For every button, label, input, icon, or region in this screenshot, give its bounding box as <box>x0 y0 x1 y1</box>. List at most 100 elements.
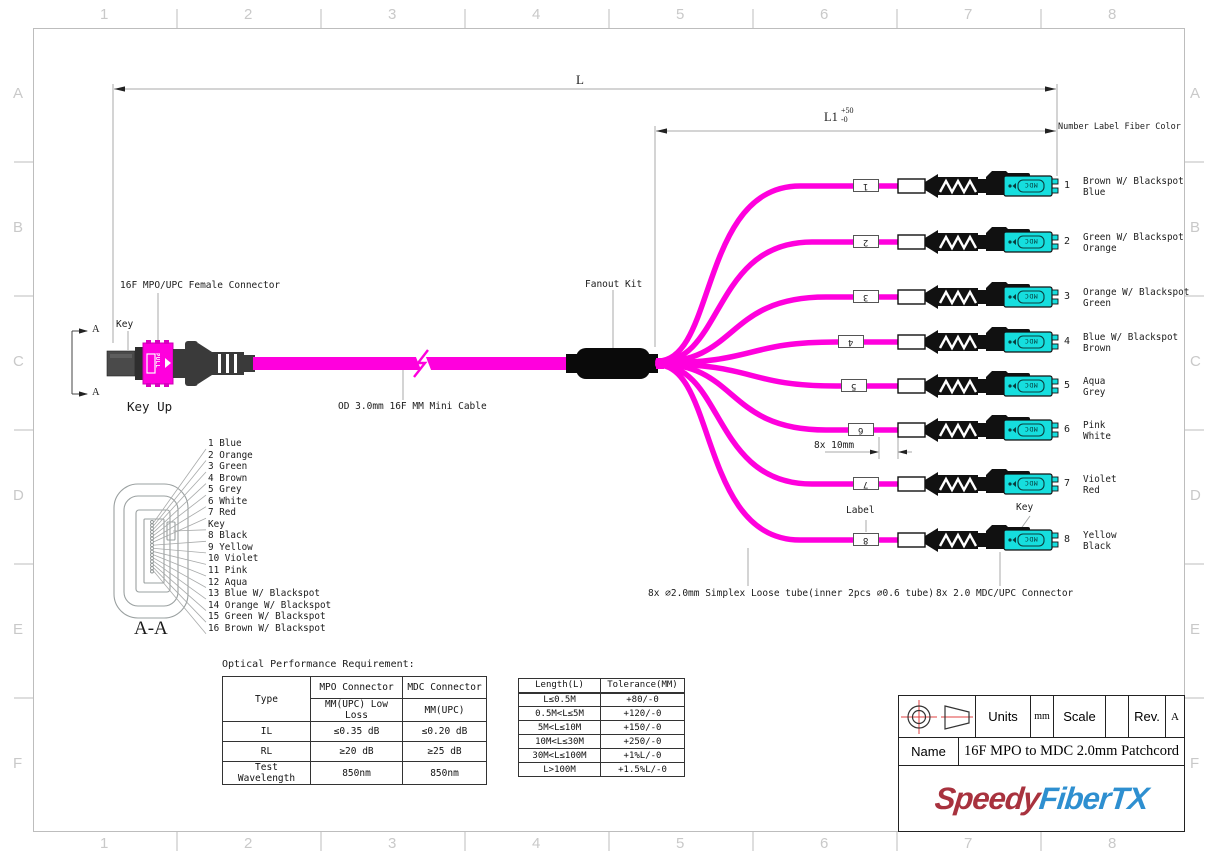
optical-mpo-subheader: MM(UPC) Low Loss <box>310 698 403 722</box>
fiber-map-item: 15 Green W/ Blackspot <box>208 611 326 623</box>
optical-cell: ≥20 dB <box>310 741 403 762</box>
dim-L-label: L <box>576 72 584 87</box>
dimension-lines <box>112 84 1058 459</box>
optical-row-name: Test Wavelength <box>222 761 311 785</box>
fanout-kit <box>566 348 664 379</box>
units-value: mm <box>1031 696 1054 737</box>
section-marker-a-bottom: A <box>92 387 100 398</box>
grid-row-label: E <box>13 621 24 638</box>
fiber-map-item: 6 White <box>208 495 248 507</box>
length-cell: 5M<L≤10M <box>518 720 601 735</box>
title-block-row2: Name 16F MPO to MDC 2.0mm Patchcord <box>899 738 1184 766</box>
branch-label-1: 1 <box>853 179 879 192</box>
grid-row-label: D <box>13 487 24 504</box>
dim-8x10mm-label: 8x 10mm <box>814 440 855 451</box>
grid-col-label: 3 <box>388 6 397 23</box>
row-number: 7 <box>1064 478 1071 489</box>
grid-row-label: C <box>13 353 24 370</box>
fiber-map-item: 10 Violet <box>208 553 259 565</box>
grid-col-label: 7 <box>964 835 973 852</box>
fiber-map-item: 3 Green <box>208 461 248 473</box>
fiber-map-item: 8 Black <box>208 530 248 542</box>
row-number: 4 <box>1064 336 1071 347</box>
grid-col-label: 1 <box>100 6 109 23</box>
optical-cell: ≥25 dB <box>402 741 487 762</box>
branch-label-7: 7 <box>853 477 879 490</box>
row-number: 3 <box>1064 291 1071 302</box>
grid-col-label: 4 <box>532 6 541 23</box>
name-label: Name <box>899 738 959 765</box>
projection-symbol-icon <box>901 699 973 734</box>
optical-cell: ≤0.20 dB <box>402 721 487 742</box>
grid-row-label: C <box>1190 353 1201 370</box>
mdc-body-text: MDC <box>1024 292 1038 300</box>
aa-fiber-dots <box>150 520 154 574</box>
dimension-arrows <box>114 86 1056 455</box>
row-number: 6 <box>1064 424 1071 435</box>
key-left-callout: Key <box>116 319 134 330</box>
grid-row-label: E <box>1190 621 1201 638</box>
branch-label-5: 5 <box>841 379 867 392</box>
loose-tube-note: 8x ∅2.0mm Simplex Loose tube(inner 2pcs … <box>648 588 934 599</box>
length-cell: L≤0.5M <box>518 692 601 707</box>
grid-row-label: F <box>1190 755 1200 772</box>
grid-col-label: 3 <box>388 835 397 852</box>
grid-col-label: 5 <box>676 835 685 852</box>
tolerance-header: Tolerance(MM) <box>600 678 685 694</box>
length-header: Length(L) <box>518 678 601 694</box>
grid-row-label: F <box>13 755 23 772</box>
grid-row-label: A <box>13 85 24 102</box>
mdc-body-text: MDC <box>1024 479 1038 487</box>
branch-label-8: 8 <box>853 533 879 546</box>
grid-row-label: B <box>1190 219 1201 236</box>
grid-col-label: 8 <box>1108 6 1117 23</box>
fiber-color-map: 1 Blue 2 Orange 3 Green 4 Brown 5 Grey 6… <box>208 438 331 634</box>
fiber-map-item: 4 Brown <box>208 472 248 484</box>
grid-col-label: 8 <box>1108 835 1117 852</box>
row-number: 2 <box>1064 236 1071 247</box>
drawing-name: 16F MPO to MDC 2.0mm Patchcord <box>963 743 1180 759</box>
cable-callout: OD 3.0mm 16F MM Mini Cable <box>338 401 487 412</box>
fiber-map-item: 1 Blue <box>208 438 242 449</box>
breakout-table-header: Number Label Fiber Color <box>1058 122 1181 132</box>
mdc-body-text: MDC <box>1024 535 1038 543</box>
leader-lines <box>127 290 1031 586</box>
scale-label: Scale <box>1054 696 1106 737</box>
label-callout: Label <box>846 505 875 516</box>
grid-row-label: B <box>13 219 24 236</box>
section-aa-label: A-A <box>134 618 168 639</box>
title-block-row1: Units mm Scale Rev. A <box>899 696 1184 738</box>
key-up-label: Key Up <box>127 399 173 414</box>
tolerance-cell: +250/-0 <box>600 734 685 749</box>
fiber-map-item: 5 Grey <box>208 484 242 496</box>
branch-label-3: 3 <box>853 290 879 303</box>
optical-type-header: Type <box>222 676 311 722</box>
rev-label: Rev. <box>1129 696 1166 737</box>
scale-value <box>1106 696 1129 737</box>
length-cell: L>100M <box>518 762 601 777</box>
branch-label-6: 6 <box>848 423 874 436</box>
key-right-callout: Key <box>1016 502 1034 513</box>
fiber-map-item: 7 Red <box>208 507 236 519</box>
fiber-map-item: 12 Aqua <box>208 576 248 588</box>
grid-col-label: 5 <box>676 6 685 23</box>
tolerance-cell: +1%L/-0 <box>600 748 685 763</box>
tolerance-cell: +80/-0 <box>600 692 685 707</box>
tolerance-cell: +150/-0 <box>600 720 685 735</box>
mdc-connector-note: 8x 2.0 MDC/UPC Connector <box>936 588 1074 599</box>
title-block: Units mm Scale Rev. A Name 16F MPO to MD… <box>898 695 1185 832</box>
mdc-body-text: MDC <box>1024 237 1038 245</box>
row-number: 1 <box>1064 180 1071 191</box>
fiber-map-item: 13 Blue W/ Blackspot <box>208 588 320 600</box>
grid-col-label: 2 <box>244 6 253 23</box>
grid-col-label: 6 <box>820 6 829 23</box>
pull-tab-text: PULL <box>154 353 160 369</box>
grid-col-label: 6 <box>820 835 829 852</box>
grid-row-label: A <box>1190 85 1201 102</box>
grid-row-label: D <box>1190 487 1201 504</box>
